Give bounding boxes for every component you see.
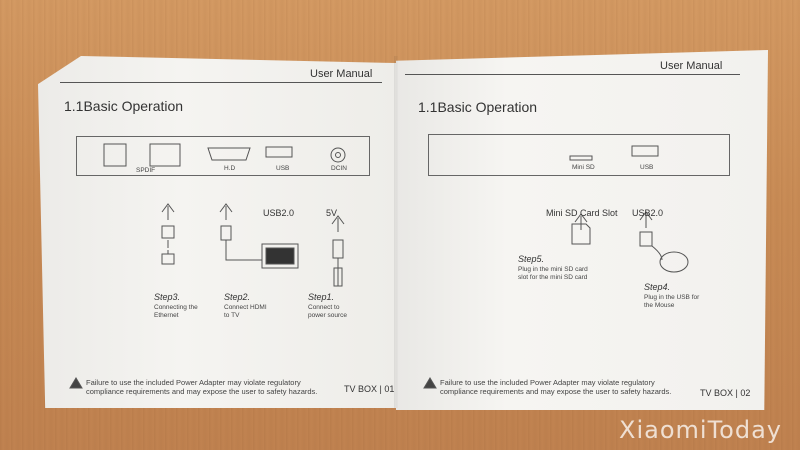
tv-icon <box>261 243 299 269</box>
port-label-usb-right: USB <box>640 164 654 171</box>
left-footer: TV BOX | 01 <box>344 384 395 394</box>
step2-title: Step2. <box>224 292 251 302</box>
right-page-title: 1.1Basic Operation <box>418 99 538 115</box>
usb-dongle-icon <box>639 231 653 247</box>
left-header-user-manual: User Manual <box>310 68 373 80</box>
left-usb20-label: USB2.0 <box>263 208 295 218</box>
hdmi-port-icon <box>207 147 251 161</box>
port-label-mini-sd: Mini SD <box>572 164 595 171</box>
right-header-user-manual: User Manual <box>660 60 723 72</box>
port-label-hd: H.D <box>224 165 236 172</box>
usb-port-right-icon <box>631 145 659 157</box>
step5-title: Step5. <box>518 254 545 264</box>
port-label-dcin: DCIN <box>331 165 347 172</box>
usb-port-icon <box>265 146 293 158</box>
sd-arrow-icon <box>574 213 588 230</box>
dc-power-port-icon <box>330 147 346 163</box>
manual-page-right <box>396 50 768 410</box>
mini-sd-card-slot-label: Mini SD Card Slot <box>546 208 618 218</box>
right-usb20-label: USB2.0 <box>632 208 664 218</box>
left-warning-text: Failure to use the included Power Adapte… <box>86 378 318 396</box>
left-page-title: 1.1Basic Operation <box>64 98 184 114</box>
step3-title: Step3. <box>154 292 181 302</box>
step1-title: Step1. <box>308 292 335 302</box>
usb-arrow-icon <box>639 211 653 228</box>
mini-sd-slot-icon <box>569 155 593 161</box>
power-5v-label: 5V <box>326 208 338 218</box>
step4-title: Step4. <box>644 282 671 292</box>
tv-box-side-panel-right <box>428 134 730 176</box>
port-label-spdif: SPDIF <box>136 167 156 174</box>
tv-box-rear-panel-left <box>76 136 370 176</box>
right-footer: TV BOX | 02 <box>700 388 751 398</box>
sd-card-icon <box>571 223 591 245</box>
hdmi-plug-icon <box>220 225 232 241</box>
power-arrow-icon <box>331 215 345 232</box>
step2-desc: Connect HDMI to TV <box>224 304 267 319</box>
spdif-port-icon <box>103 143 127 167</box>
hdmi-arrow-icon <box>219 203 233 220</box>
warning-icon-left <box>69 377 83 389</box>
page-fold <box>394 56 398 408</box>
lan-arrow-icon <box>161 203 175 220</box>
step3-desc: Connecting the Ethernet <box>154 304 198 319</box>
step5-desc: Plug in the mini SD card slot for the mi… <box>518 266 588 281</box>
lan-port-icon <box>149 143 181 167</box>
right-header-rule <box>405 74 740 75</box>
right-warning-text: Failure to use the included Power Adapte… <box>440 378 672 396</box>
warning-icon-right <box>423 377 437 389</box>
mouse-icon <box>659 251 689 273</box>
watermark: XiaomiToday <box>619 416 782 444</box>
ethernet-plug-icon <box>161 225 175 239</box>
left-header-rule <box>60 82 382 83</box>
step4-desc: Plug in the USB for the Mouse <box>644 294 700 309</box>
port-label-usb: USB <box>276 165 290 172</box>
power-plug-icon <box>332 239 344 259</box>
step1-desc: Connect to power source <box>308 304 348 319</box>
manual-page-left <box>38 56 396 408</box>
